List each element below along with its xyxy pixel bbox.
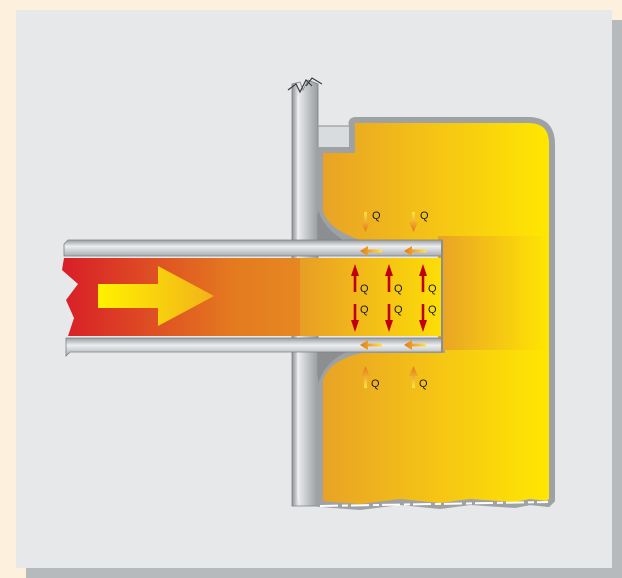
- up-arrow-icon: [361, 366, 370, 388]
- left-arrow-icon: [404, 246, 426, 256]
- fluid-block-lower: [317, 343, 555, 511]
- wall-notch-lower: [318, 348, 356, 384]
- fluid-block-upper: [317, 117, 555, 247]
- block-torn-edge: [319, 501, 549, 507]
- left-arrow-icon: [360, 246, 382, 256]
- flow-direction-arrow-icon: [98, 266, 214, 326]
- heat-label: Q: [428, 304, 437, 316]
- down-arrow-icon: [385, 304, 393, 332]
- up-arrow-icon: [419, 264, 427, 292]
- plate-bottom: [65, 337, 443, 357]
- heat-label: Q: [371, 378, 380, 390]
- up-arrow-icon: [409, 366, 418, 388]
- plate-heat-arrows: [360, 246, 426, 350]
- channel-heat-down: Q Q Q: [351, 304, 437, 332]
- heat-label: Q: [394, 304, 403, 316]
- left-arrow-icon: [360, 340, 382, 350]
- wall-notch-upper: [318, 210, 356, 246]
- heat-label: Q: [372, 210, 381, 222]
- upper-block-heat: Q Q: [361, 210, 429, 232]
- heat-label: Q: [394, 283, 403, 295]
- lower-block-heat: Q Q: [361, 366, 428, 390]
- heat-label: Q: [420, 210, 429, 222]
- wall-lip: [317, 125, 355, 149]
- down-arrow-icon: [351, 304, 359, 332]
- fluid-block-core: [438, 236, 552, 350]
- flow-channel-inner: [300, 258, 442, 336]
- heat-label: Q: [360, 283, 369, 295]
- down-arrow-icon: [409, 212, 418, 232]
- plate-top: [63, 239, 443, 257]
- up-arrow-icon: [351, 264, 359, 292]
- down-arrow-icon: [419, 304, 427, 332]
- channel-heat-up: Q Q Q: [351, 264, 437, 295]
- left-arrow-icon: [404, 340, 426, 350]
- heat-label: Q: [428, 283, 437, 295]
- up-arrow-icon: [385, 264, 393, 292]
- heat-label: Q: [419, 378, 428, 390]
- wall-break-lines: [287, 77, 323, 94]
- down-arrow-icon: [361, 212, 370, 232]
- heat-label: Q: [360, 304, 369, 316]
